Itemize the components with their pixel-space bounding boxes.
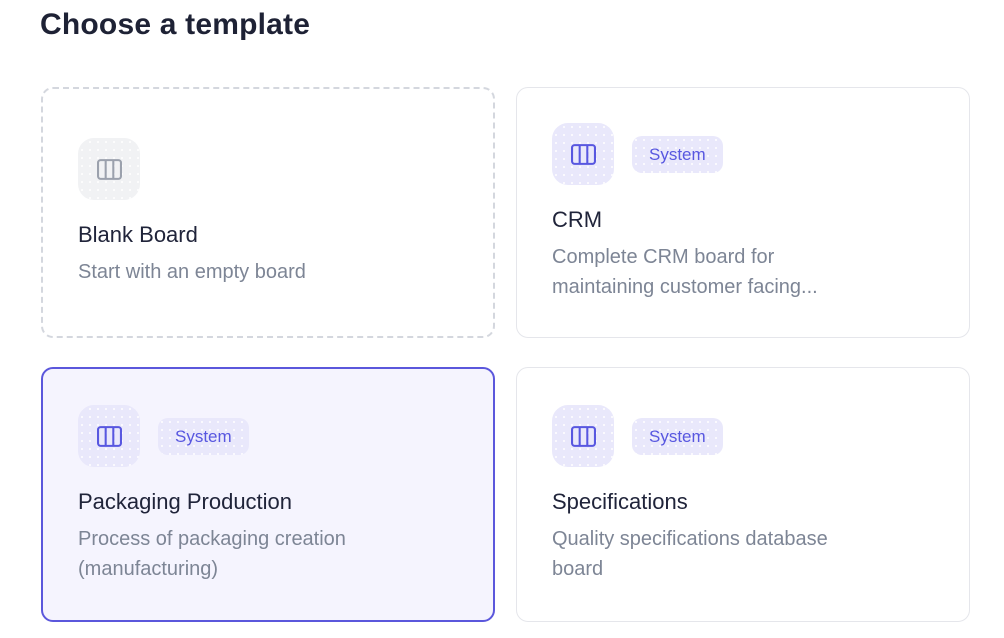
card-icon-row xyxy=(78,138,458,200)
template-title: CRM xyxy=(552,207,603,232)
board-columns-icon xyxy=(78,405,140,467)
system-badge: System xyxy=(158,417,249,455)
template-card-specifications[interactable]: System Specifications Quality specificat… xyxy=(516,367,970,622)
template-title: Packaging Production xyxy=(78,489,293,514)
template-card-blank-board[interactable]: Blank Board Start with an empty board xyxy=(41,87,495,338)
template-title: Blank Board xyxy=(78,222,198,247)
board-columns-icon xyxy=(78,138,140,200)
template-grid: Blank Board Start with an empty board Sy… xyxy=(41,87,970,622)
template-description: Complete CRM board for maintaining custo… xyxy=(552,246,818,298)
card-icon-row: System xyxy=(78,405,458,467)
template-description: Quality specifications database board xyxy=(552,528,828,580)
page-title: Choose a template xyxy=(40,8,311,41)
card-icon-row: System xyxy=(552,405,934,467)
template-card-crm[interactable]: System CRM Complete CRM board for mainta… xyxy=(516,87,970,338)
system-badge: System xyxy=(632,417,723,455)
template-description: Start with an empty board xyxy=(78,261,306,283)
board-columns-icon xyxy=(552,405,614,467)
card-icon-row: System xyxy=(552,123,934,185)
system-badge: System xyxy=(632,135,723,173)
board-columns-icon xyxy=(552,123,614,185)
template-title: Specifications xyxy=(552,489,688,514)
template-description: Process of packaging creation (manufactu… xyxy=(78,528,346,580)
template-card-packaging-production[interactable]: System Packaging Production Process of p… xyxy=(41,367,495,622)
